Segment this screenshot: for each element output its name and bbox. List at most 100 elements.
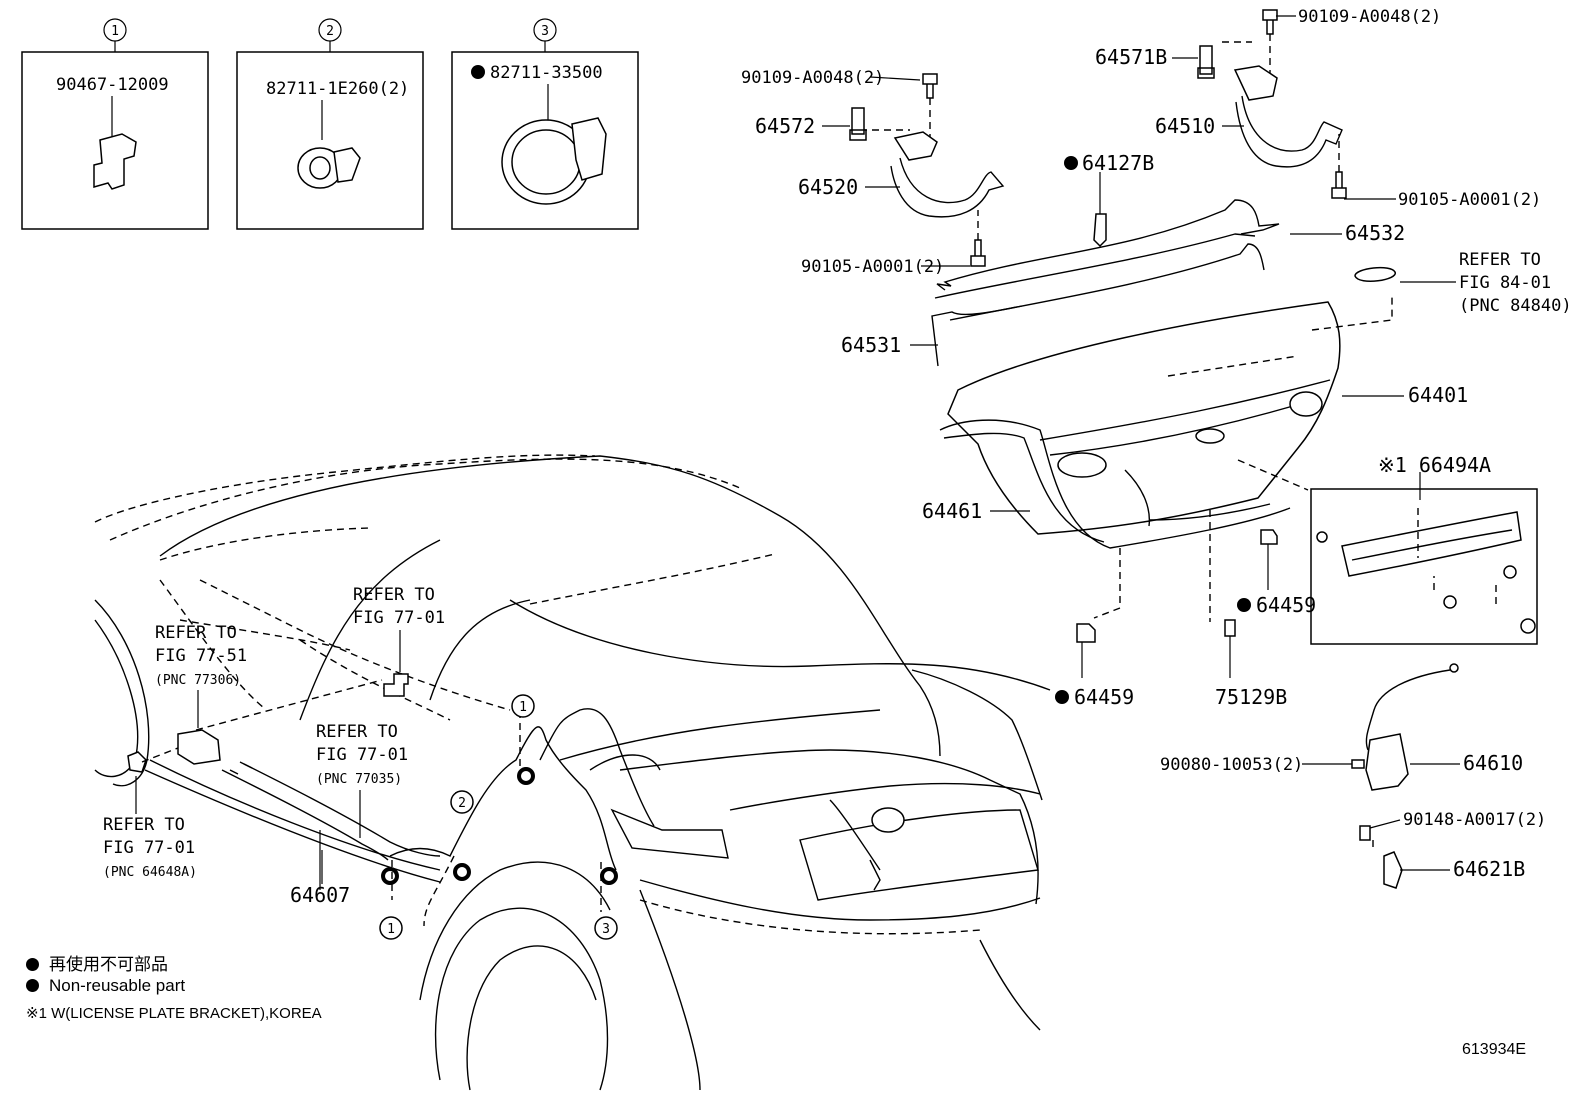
part-label-64571B: 64571B: [1095, 45, 1167, 69]
part-label-64461: 64461: [922, 499, 982, 523]
tail-lamp-left-icon: [1057, 452, 1107, 478]
inset-3-part-number: 82711-33500: [490, 63, 603, 83]
refer-77-51-line-1: REFER TO: [155, 623, 237, 643]
non-reusable-marker: [1064, 156, 1078, 170]
non-reusable-marker: [26, 958, 39, 971]
non-reusable-marker: [1055, 690, 1069, 704]
hinge-right-icon: [1233, 65, 1278, 101]
hinge-left-icon: [893, 131, 938, 161]
part-label-90080: 90080-10053(2): [1160, 755, 1303, 775]
legend-jp-text: 再使用不可部品: [49, 955, 168, 974]
inset-1-part-number: 90467-12009: [56, 75, 169, 95]
part-label-64531: 64531: [841, 333, 901, 357]
bolt-icon: [383, 673, 409, 697]
inset-3: 3 82711-33500: [451, 18, 639, 230]
bolt-icon: [1359, 825, 1371, 841]
bolt-icon: [922, 73, 938, 99]
legend-en-text: Non-reusable part: [49, 976, 186, 995]
part-label-90105-right: 90105-A0001(2): [1398, 190, 1541, 210]
part-label-64459-a: 64459: [1074, 685, 1134, 709]
inset-1-number: 1: [111, 24, 119, 39]
refer-77-01-b-line-2: FIG 77-01: [316, 745, 408, 765]
refer-77-01-a-line-2: FIG 77-01: [353, 608, 445, 628]
legend-jp: 再使用不可部品: [26, 950, 168, 975]
non-reusable-marker: [1237, 598, 1251, 612]
inset-2-number: 2: [326, 24, 334, 39]
legend-en: Non-reusable part: [26, 976, 185, 996]
refer-84-01-line-1: REFER TO: [1459, 250, 1541, 270]
grommet-icon: [1076, 623, 1096, 643]
part-label-90148: 90148-A0017(2): [1403, 810, 1546, 830]
lock-icon: [1365, 733, 1409, 791]
clip-icon: [93, 133, 137, 190]
inset-1: 1 90467-12009: [21, 18, 209, 230]
trunk-lid: [939, 266, 1396, 678]
weatherstrip-icon: [939, 419, 1291, 549]
bolt-icon: [970, 239, 986, 267]
part-label-90109-left: 90109-A0048(2): [741, 68, 884, 88]
part-label-90109-right: 90109-A0048(2): [1298, 7, 1441, 27]
car-callouts: 1 2 1 3: [379, 694, 618, 940]
lock-assembly: [1351, 663, 1459, 889]
grommet-icon: [1260, 529, 1278, 545]
part-label-90105-left: 90105-A0001(2): [801, 257, 944, 277]
legend-note: ※1 W(LICENSE PLATE BRACKET),KOREA: [26, 1005, 322, 1022]
part-label-64610: 64610: [1463, 751, 1523, 775]
part-label-64621B: 64621B: [1453, 857, 1525, 881]
part-label-64510: 64510: [1155, 114, 1215, 138]
inset-2: 2 82711-1E260(2): [236, 18, 424, 230]
hinge-assembly: [849, 9, 1347, 367]
stop-lamp-icon: [1354, 266, 1396, 282]
refer-77-51-line-2: FIG 77-51: [155, 646, 247, 666]
inset-3-number: 3: [541, 24, 549, 39]
refer-77-01-b-line-1: REFER TO: [316, 722, 398, 742]
refer-77-01-a-line-1: REFER TO: [353, 585, 435, 605]
refer-77-51-line-3: (PNC 77306): [155, 673, 241, 688]
refer-77-01-c-line-3: (PNC 64648A): [103, 865, 197, 880]
tail-lamp-right-icon: [1289, 391, 1323, 417]
refer-77-01-b-line-3: (PNC 77035): [316, 772, 402, 787]
part-labels: 90109-A0048(2) 90109-A0048(2) 64571B 645…: [290, 7, 1546, 907]
non-reusable-marker: [471, 65, 485, 79]
callout-number: 1: [519, 700, 527, 715]
stopper-icon: [1197, 45, 1215, 79]
grommet-icon: [127, 751, 147, 773]
cable-routing: [127, 669, 1043, 927]
part-label-64607: 64607: [290, 883, 350, 907]
clamp-icon: [297, 147, 361, 189]
part-label-64572: 64572: [755, 114, 815, 138]
car-emblem-icon: [871, 807, 905, 833]
part-label-64532: 64532: [1345, 221, 1405, 245]
part-label-64520: 64520: [798, 175, 858, 199]
callout-number: 1: [387, 922, 395, 937]
emblem-icon: [1195, 428, 1225, 444]
license-plate-bracket: [1310, 472, 1538, 645]
cushion-icon: [1224, 619, 1236, 637]
part-label-64459-b: 64459: [1256, 593, 1316, 617]
car-body: [94, 454, 1051, 1091]
refer-77-01-c-line-1: REFER TO: [103, 815, 185, 835]
callout-number: 3: [602, 922, 610, 937]
bumper-icon: [1093, 213, 1107, 248]
bolt-icon: [1331, 171, 1347, 199]
clip-marker-icon: [381, 767, 618, 885]
figure-id: 613934E: [1462, 1041, 1527, 1058]
part-label-66494A: ※1 66494A: [1378, 453, 1491, 477]
bolt-icon: [1262, 9, 1278, 35]
refer-labels: REFER TO FIG 84-01 (PNC 84840) REFER TO …: [103, 250, 1572, 880]
part-label-64127B: 64127B: [1082, 151, 1154, 175]
stopper-icon: [849, 107, 867, 141]
refer-84-01-line-2: FIG 84-01: [1459, 273, 1551, 293]
refer-84-01-line-3: (PNC 84840): [1459, 296, 1572, 316]
striker-icon: [1383, 851, 1403, 889]
refer-77-01-c-line-2: FIG 77-01: [103, 838, 195, 858]
non-reusable-marker: [26, 979, 39, 992]
band-clamp-icon: [501, 117, 607, 205]
rear-wheel-icon: [434, 907, 609, 1091]
switch-icon: [177, 729, 221, 765]
part-label-64401: 64401: [1408, 383, 1468, 407]
inset-2-part-number: 82711-1E260(2): [266, 79, 409, 99]
part-label-75129B: 75129B: [1215, 685, 1287, 709]
callout-number: 2: [458, 796, 466, 811]
